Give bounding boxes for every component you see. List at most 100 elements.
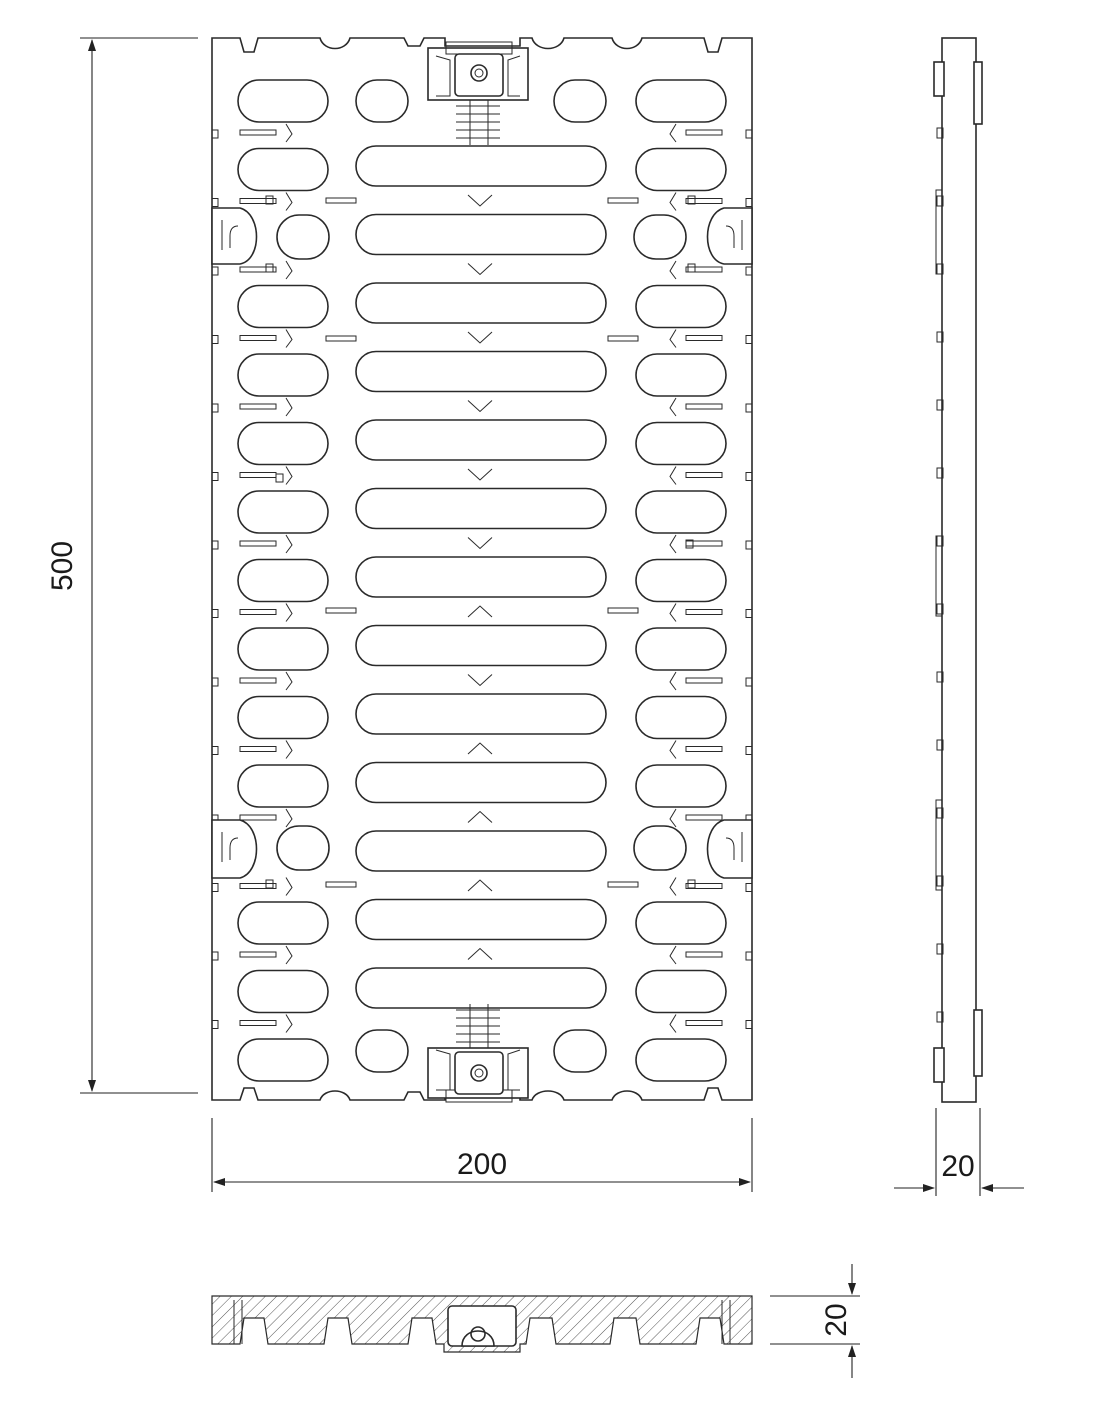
grate-outline [211, 37, 753, 1101]
edge-nub-right [745, 677, 753, 687]
rib-bar-left [239, 609, 277, 615]
flow-chevron [467, 810, 493, 823]
rib-mark-left [285, 603, 293, 622]
bottom-small-opening-right [553, 1029, 607, 1073]
side-slot-right [635, 764, 727, 808]
small-square-mark [687, 263, 696, 273]
side-slot-right [635, 901, 727, 945]
side-slot-left [237, 353, 329, 397]
edge-nub-left [211, 403, 219, 413]
rib-mark-right [669, 397, 677, 417]
side-view-tick [936, 127, 944, 139]
flow-chevron [467, 674, 493, 687]
rib-bar-left [239, 1020, 277, 1026]
center-slot [355, 556, 607, 598]
top-small-opening-left [355, 79, 409, 123]
rib-bar-right [685, 746, 723, 752]
rib-mark-right [669, 1014, 677, 1033]
side-slot-right [635, 969, 727, 1014]
center-slot [355, 624, 607, 667]
rib-mark-right [669, 123, 677, 143]
edge-nub-right [745, 951, 753, 961]
rib-bar-right [685, 335, 723, 341]
rib-bar-left [239, 129, 277, 136]
rib-bar-right [685, 677, 723, 684]
side-thickness-dimension: 20 [894, 1108, 1024, 1196]
rib-bar-right [685, 198, 723, 204]
edge-nub-right [745, 335, 753, 344]
side-slot-right [635, 490, 727, 534]
flow-chevron [467, 742, 493, 755]
rib-mark-left [285, 1014, 293, 1033]
rib-mark-left [285, 534, 293, 554]
rib-bar-left [239, 540, 277, 547]
right-slot-column [635, 79, 727, 1082]
fixing-lug-left-lower [211, 819, 258, 879]
width-label: 200 [457, 1148, 507, 1181]
rib-bar-left [239, 883, 277, 889]
fixing-lug-left-upper [211, 207, 258, 265]
side-slot-left [237, 1038, 329, 1082]
side-view-tick [936, 943, 944, 955]
edge-nub-right [745, 883, 753, 892]
center-slot [355, 693, 607, 735]
left-slot-column [237, 79, 329, 1082]
edge-nub-left [211, 746, 219, 755]
side-slot-left [237, 421, 329, 466]
grate-top-view [211, 37, 753, 1103]
rib-bar-right [685, 609, 723, 615]
round-opening-left-lower [276, 825, 330, 871]
edge-nub-left [211, 1020, 219, 1029]
length-label: 500 [46, 541, 79, 591]
edge-nub-right [745, 403, 753, 413]
rib-bar-left [239, 814, 277, 821]
rib-mark-left [285, 671, 293, 691]
flow-chevron [467, 605, 493, 618]
edge-nub-right [745, 1020, 753, 1029]
rib-mark-right [669, 740, 677, 759]
side-thickness-label: 20 [941, 1150, 974, 1183]
small-square-mark [265, 879, 274, 889]
round-opening-right-upper [633, 214, 687, 260]
top-small-opening-right [553, 79, 607, 123]
rib-bar-left [239, 746, 277, 752]
center-slot [355, 967, 607, 1009]
flow-chevrons [467, 194, 493, 960]
edge-nub-left [211, 266, 219, 276]
side-slot-right [635, 79, 727, 123]
side-view-tick [936, 603, 944, 615]
side-slot-left [237, 79, 329, 123]
side-slot-right [635, 1038, 727, 1082]
side-view-tick [936, 671, 944, 683]
small-square-mark [265, 195, 274, 205]
edge-nub-left [211, 951, 219, 961]
side-slot-left [237, 627, 329, 671]
side-view-body [941, 37, 977, 1103]
edge-nub-left [211, 472, 219, 481]
rib-bar-left [239, 266, 277, 273]
locking-clip-bottom [427, 1004, 529, 1103]
center-bar-right [607, 607, 639, 614]
side-slot-left [237, 284, 329, 329]
rib-mark-left [285, 123, 293, 143]
side-view-tick [936, 807, 944, 819]
rib-bar-right [685, 883, 723, 889]
locking-clip-top [427, 41, 529, 145]
edge-nub-left [211, 677, 219, 687]
side-view-pad [935, 189, 943, 275]
rib-mark-left [285, 740, 293, 759]
rib-mark-left [285, 877, 293, 896]
small-square-mark [687, 879, 696, 889]
flow-chevron [467, 947, 493, 960]
edge-nub-right [745, 746, 753, 755]
fixing-lug-right-lower [706, 819, 753, 879]
edge-nub-left [211, 335, 219, 344]
side-view-tick [936, 399, 944, 411]
side-slot-right [635, 695, 727, 740]
rib-bar-right [685, 472, 723, 478]
rib-mark-left [285, 192, 293, 211]
side-slot-right [635, 353, 727, 397]
side-view-tick [936, 739, 944, 751]
rib-mark-right [669, 808, 677, 828]
edge-nub-right [745, 129, 753, 139]
